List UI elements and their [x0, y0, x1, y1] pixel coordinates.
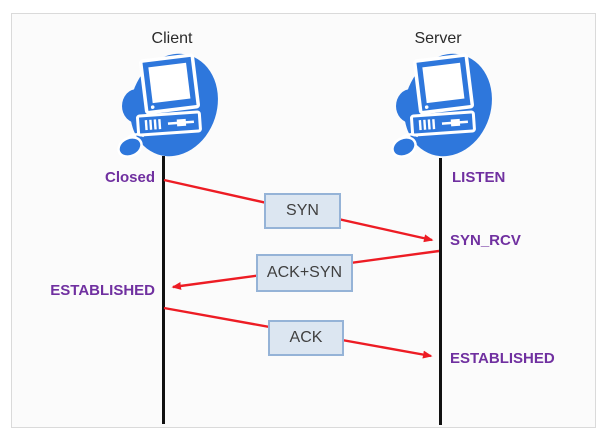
syn-message-box: SYN: [264, 193, 341, 229]
ack-syn-message-box: ACK+SYN: [256, 254, 353, 292]
server-title: Server: [414, 30, 462, 47]
server-computer-icon: [388, 50, 492, 162]
server-state-established: ESTABLISHED: [450, 350, 555, 367]
server-state-listen: LISTEN: [452, 169, 506, 186]
client-title: Client: [151, 30, 193, 47]
client-computer-icon: [114, 50, 218, 162]
server-state-syn-rcv: SYN_RCV: [450, 232, 521, 249]
client-state-established: ESTABLISHED: [50, 282, 155, 299]
client-state-closed: Closed: [104, 169, 155, 186]
ack-message-box: ACK: [268, 320, 344, 356]
